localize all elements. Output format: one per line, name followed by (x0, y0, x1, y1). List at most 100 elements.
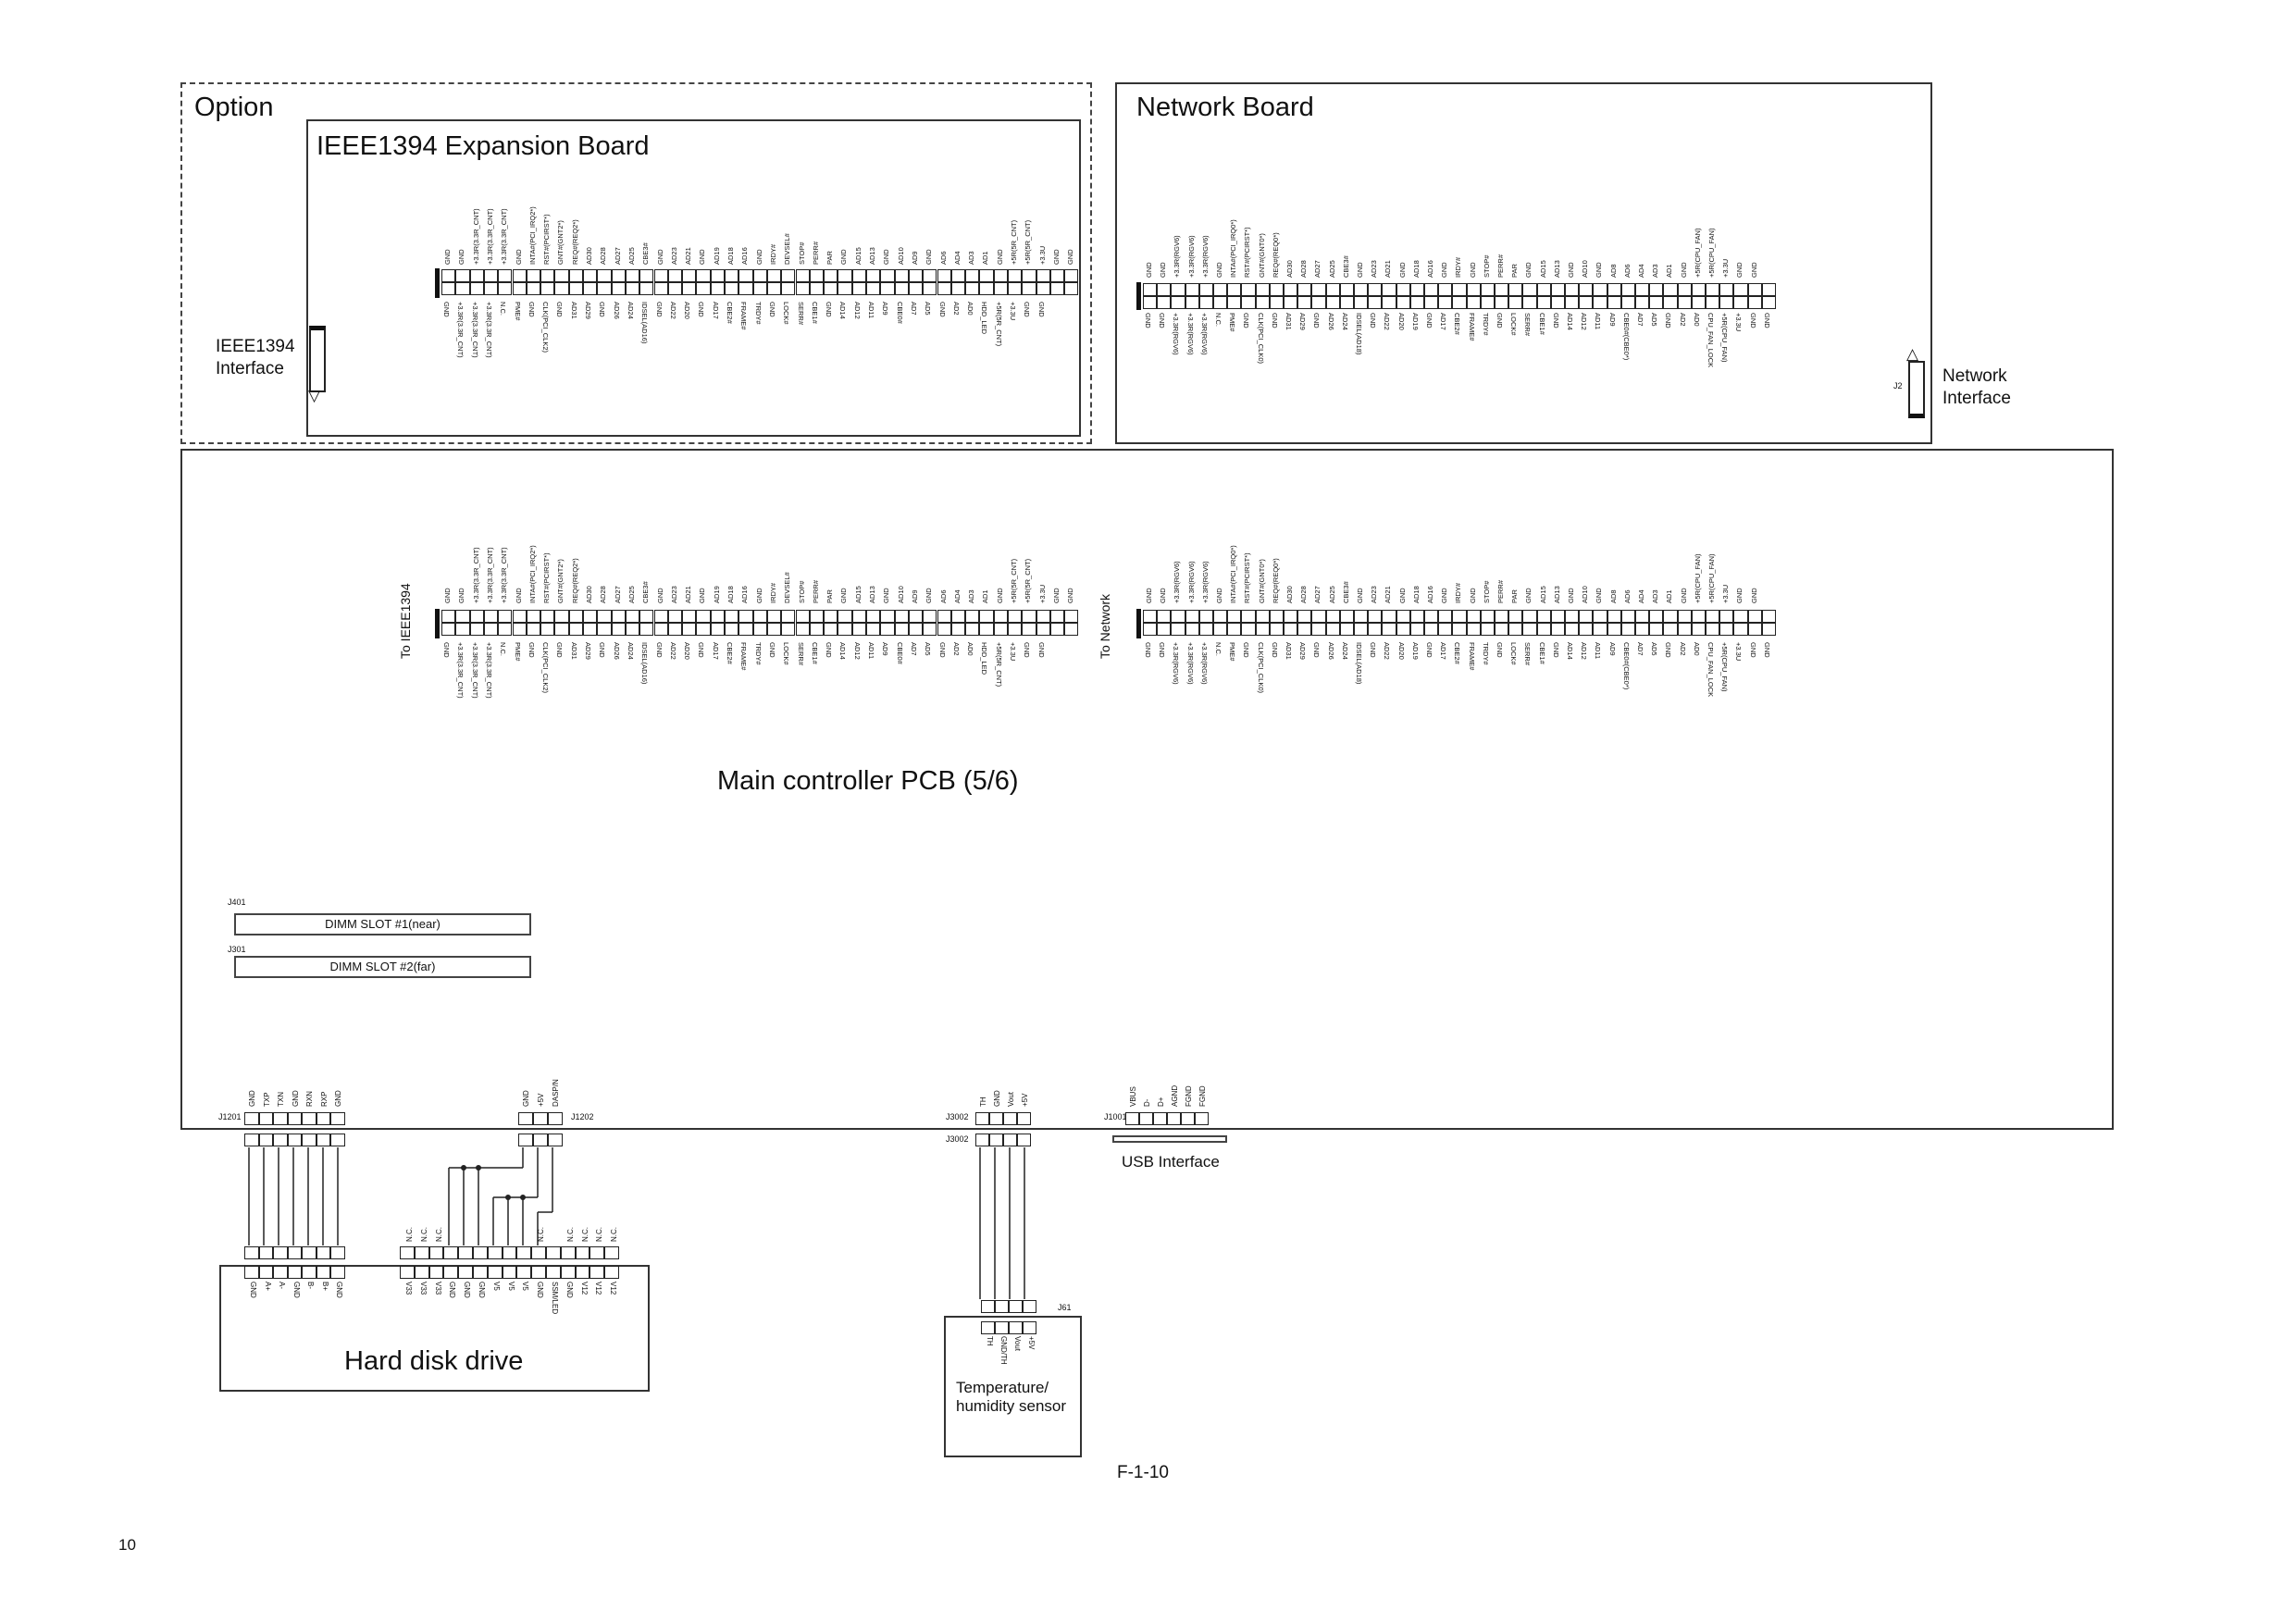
connector-pin (1311, 296, 1326, 309)
signal-label: +3.3R(3.3R_CNT) (471, 208, 480, 265)
signal-label: GND (654, 302, 664, 317)
connector-pin (1297, 296, 1312, 309)
signal-label: GND (1356, 262, 1364, 278)
signal-label: GND (1051, 588, 1061, 603)
signal-label: AD24 (1340, 642, 1349, 660)
connector-pin (1706, 610, 1720, 623)
signal-label: AD2 (1678, 642, 1687, 656)
connector-pin (1195, 1112, 1209, 1125)
connector-pin (1284, 623, 1298, 636)
dimm-slot-1-id: J401 (228, 898, 246, 907)
signal-label: CPU_FAN_LOCK (1706, 642, 1715, 698)
connector-pin (965, 282, 980, 295)
signal-label: GND (1144, 642, 1152, 658)
signal-label: GND (1440, 588, 1449, 603)
signal-label: GND (442, 302, 451, 317)
signal-label: AD28 (599, 247, 608, 265)
connector-pin (533, 1112, 548, 1125)
connector-pin (458, 1246, 473, 1259)
signal-label: GND (1242, 313, 1251, 328)
connector-pin (965, 610, 980, 623)
connector-pin (611, 610, 626, 623)
signal-label: AD15 (1538, 260, 1547, 278)
dimm-slot-2: DIMM SLOT #2(far) (234, 956, 531, 978)
connector-pin (625, 610, 640, 623)
signal-label: V12 (609, 1282, 618, 1295)
signal-label: AD29 (584, 302, 592, 319)
signal-label: CLK(PCI_CLK0) (1256, 642, 1265, 694)
connector-pin (1452, 283, 1467, 296)
signal-label: GND (925, 588, 934, 603)
connector-pin (1550, 296, 1565, 309)
signal-label: GND (1145, 588, 1153, 603)
signal-label: V5 (491, 1282, 501, 1291)
signal-label: +3.3R(3.3R_CNT) (470, 642, 479, 699)
signal-label: GND (1066, 588, 1075, 603)
connector-pin (738, 610, 753, 623)
signal-label: N.C. (537, 1227, 546, 1242)
signal-label: +5R(5R_CNT) (1024, 558, 1033, 603)
signal-label: AD1 (981, 251, 990, 265)
signal-label: GND (993, 1090, 1001, 1107)
signal-label: AD19 (1410, 642, 1420, 660)
signal-label: AD10 (1581, 586, 1590, 603)
connector-pin (258, 1134, 273, 1146)
connector-pin (937, 610, 951, 623)
signal-label: V33 (433, 1282, 442, 1295)
connector-pin (1036, 610, 1050, 623)
signal-label: IDSEL(AD18) (1355, 642, 1363, 685)
connector-pin (795, 269, 810, 282)
connector-pin (908, 610, 924, 623)
connector-pin (908, 282, 924, 295)
connector-pin (682, 623, 697, 636)
signal-label: AD30 (585, 586, 593, 603)
signal-label: GND (335, 1282, 343, 1298)
signal-label: CBE1# (1537, 313, 1546, 335)
signal-label: AD5 (1650, 642, 1659, 656)
signal-label: RST#(PCIRST*) (542, 552, 552, 603)
signal-label: AD29 (1298, 642, 1308, 660)
signal-label: AD19 (1410, 313, 1420, 330)
signal-label: +3.3R(3.3R_CNT) (456, 302, 465, 358)
j1201-cable-connector (242, 1133, 345, 1147)
connector-pin (1354, 283, 1369, 296)
signal-label: AD0 (1692, 313, 1701, 327)
signal-label: IRDY# (768, 582, 777, 603)
signal-label: GND (1159, 588, 1168, 603)
connector-pin (809, 610, 825, 623)
connector-pin (400, 1246, 415, 1259)
signal-label: AD20 (1396, 642, 1406, 660)
connector-pin (1064, 282, 1079, 295)
signal-label: AD6 (938, 589, 948, 603)
signal-label: D- (1143, 1098, 1151, 1107)
signal-label: FRAME# (1467, 642, 1476, 671)
signal-label: INTA#(PCI_IRQ2*) (527, 545, 537, 603)
signal-label: +3.3R(3.3R_CNT) (484, 642, 493, 699)
connector-pin (1495, 283, 1509, 296)
signal-label: AD0 (966, 302, 975, 316)
signal-label: B+ (320, 1282, 329, 1292)
signal-label: GND (1023, 302, 1032, 317)
connector-pin (710, 623, 725, 636)
dimm-slot-1: DIMM SLOT #1(near) (234, 913, 531, 935)
connector-pin (1009, 1300, 1023, 1313)
connector-pin (1635, 610, 1650, 623)
connector-pin (244, 1112, 259, 1125)
connector-pin (696, 623, 711, 636)
signal-label: AD5 (924, 302, 933, 316)
signal-label: FGND (1185, 1085, 1193, 1107)
connector-pin (1255, 296, 1270, 309)
connector-pin (1424, 296, 1439, 309)
signal-label: GND (443, 588, 452, 603)
connector-pin (287, 1134, 302, 1146)
connector-pin (1607, 610, 1621, 623)
ieee1394-port-connector (309, 326, 326, 392)
connector-pin (880, 282, 895, 295)
signal-label: GND (697, 642, 706, 658)
signal-label: AD10 (896, 586, 905, 603)
connector-pin (302, 1246, 316, 1259)
connector-pin (809, 282, 825, 295)
connector-pin (1064, 610, 1079, 623)
connector-pin (795, 623, 810, 636)
connector-pin (526, 610, 541, 623)
